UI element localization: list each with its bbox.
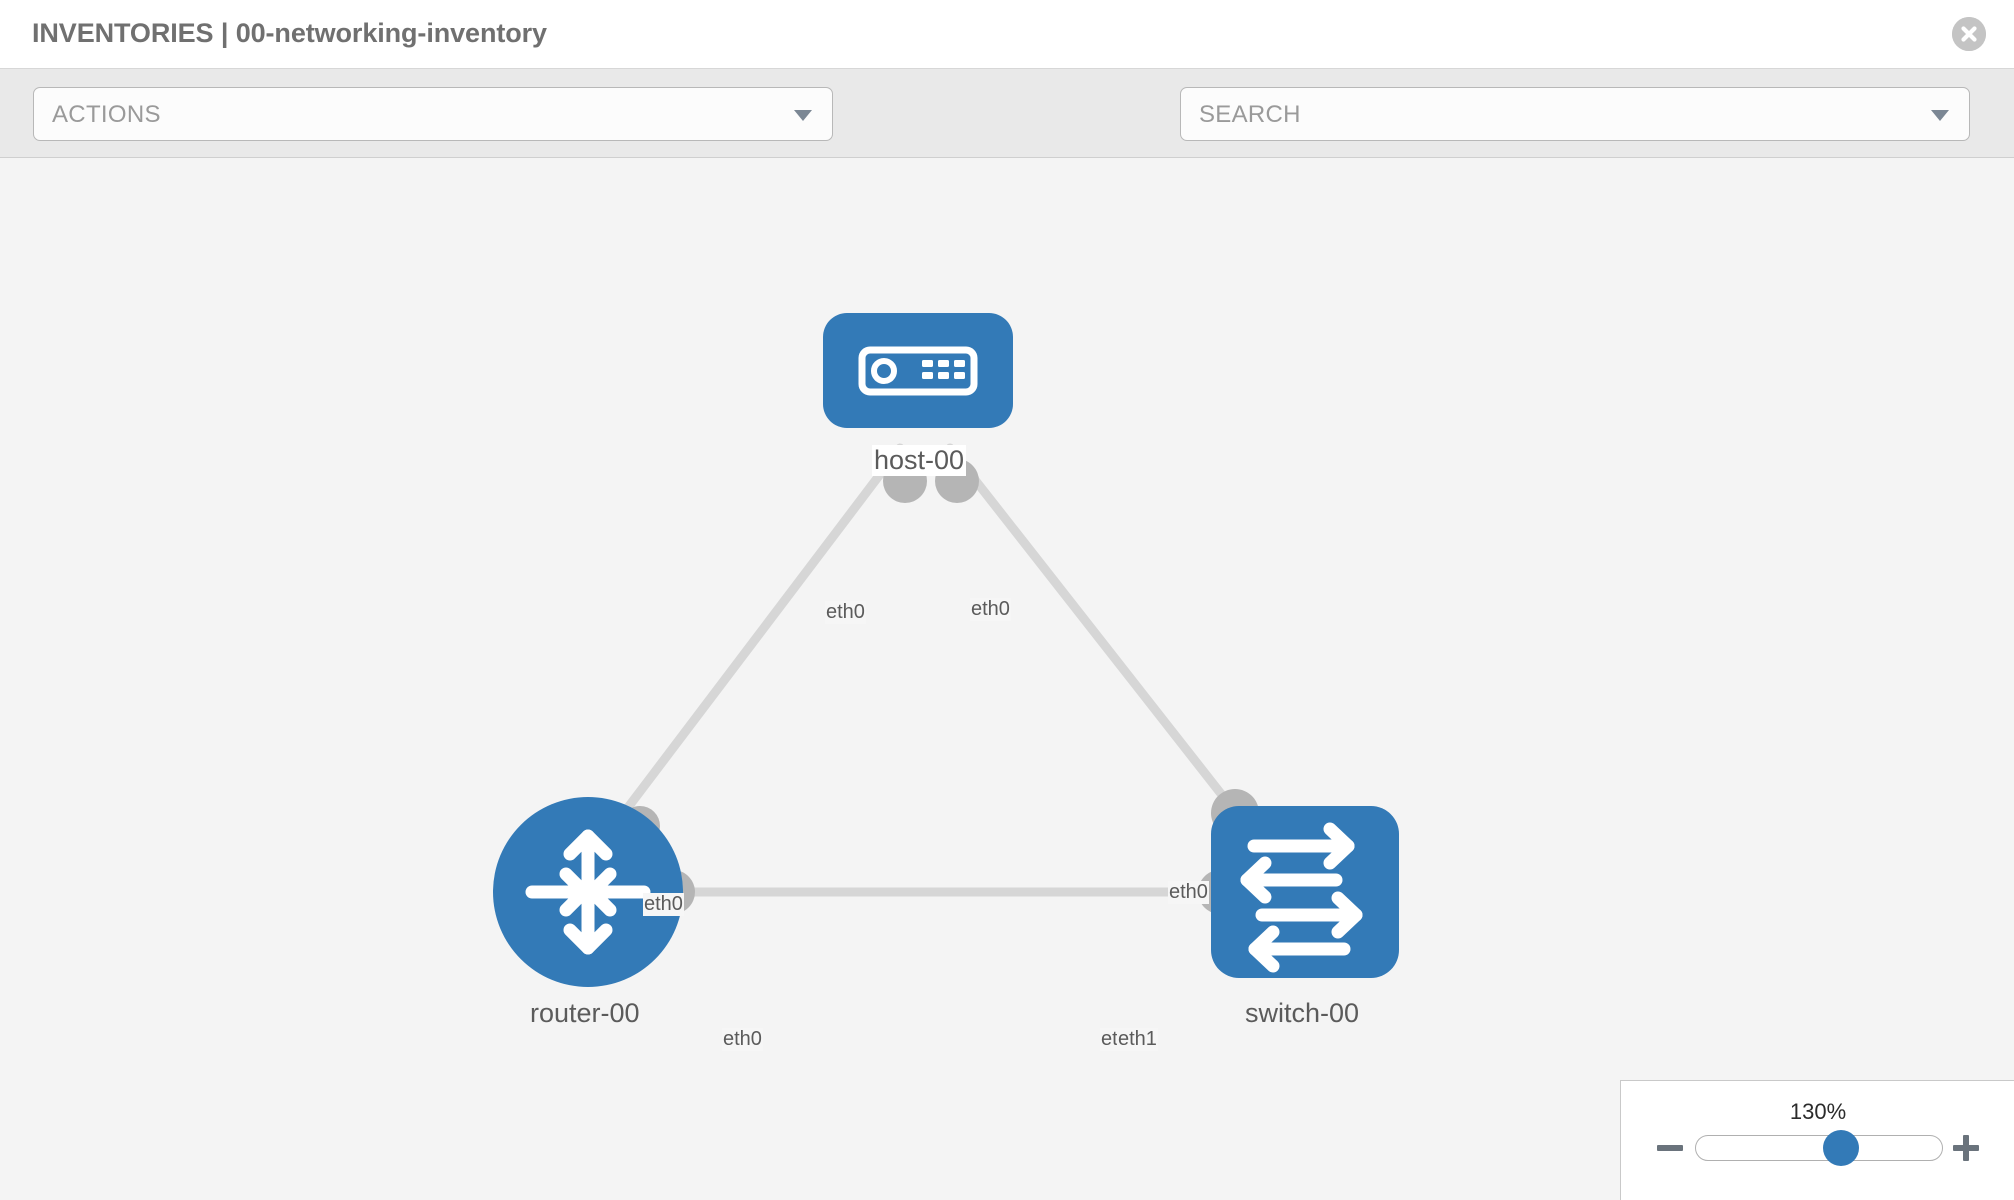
node-host-00 [823, 313, 1013, 428]
router-arrows-icon [525, 829, 651, 955]
switch-arrows-icon [1240, 822, 1363, 973]
server-icon [858, 346, 978, 396]
node-label-switch-00: switch-00 [1243, 998, 1362, 1029]
node-switch-00 [1211, 806, 1399, 978]
interface-label: eth0 [970, 598, 1011, 621]
page-header: INVENTORIES | 00-networking-inventory [0, 0, 2014, 69]
search-placeholder-label: SEARCH [1199, 101, 1301, 128]
node-router-00 [493, 797, 683, 987]
chevron-down-icon [1931, 110, 1949, 121]
plus-icon[interactable] [1951, 1133, 1981, 1163]
close-icon[interactable] [1952, 17, 1986, 51]
toolbar: ACTIONS SEARCH [0, 69, 2014, 197]
node-label-host-00: host-00 [872, 445, 967, 476]
chevron-down-icon [794, 110, 812, 121]
zoom-slider-thumb[interactable] [1823, 1130, 1860, 1166]
link-host-router [615, 443, 905, 823]
topology-canvas[interactable]: eth0 eth0 eth0 eth0 eth0 eth eth1 host-0… [0, 158, 2014, 1200]
search-input[interactable]: SEARCH [1180, 87, 1970, 141]
zoom-percent-label: 130% [1789, 1099, 1847, 1124]
actions-dropdown-label: ACTIONS [52, 101, 161, 128]
interface-label: eth0 [643, 893, 684, 916]
interface-label: eth0 [1168, 881, 1209, 904]
node-label-router-00: router-00 [528, 998, 642, 1029]
actions-dropdown[interactable]: ACTIONS [33, 87, 833, 141]
interface-label: eth1 [1117, 1028, 1158, 1051]
interface-label: eth0 [722, 1028, 763, 1051]
link-host-switch [945, 443, 1245, 823]
zoom-control-panel: 130% [1620, 1080, 2014, 1200]
page-title: INVENTORIES | 00-networking-inventory [32, 18, 547, 48]
interface-label: eth0 [825, 601, 866, 624]
topology-graph [493, 313, 1399, 987]
zoom-slider[interactable] [1695, 1130, 1943, 1166]
minus-icon[interactable] [1655, 1133, 1685, 1163]
